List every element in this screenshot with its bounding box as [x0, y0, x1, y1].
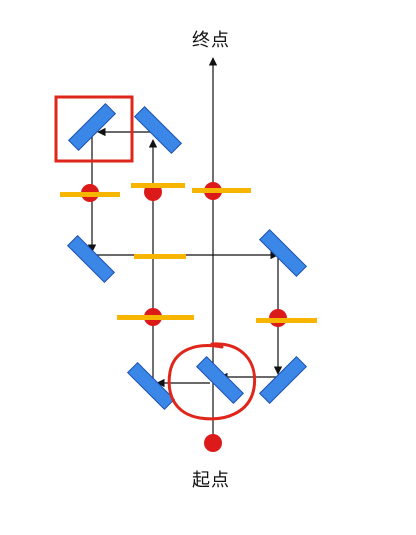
splitter-center-left-lower-overlay	[117, 315, 194, 320]
mirrors	[66, 102, 308, 411]
start-label: 起点	[192, 470, 230, 491]
mirror-bottom-left	[126, 361, 176, 411]
dot-start	[204, 434, 222, 452]
mirror-bottom-center	[195, 355, 245, 405]
end-label: 终点	[192, 30, 230, 51]
mirror-top-right	[133, 105, 183, 155]
highlight-square	[54, 95, 134, 163]
mirror-top-left	[67, 102, 117, 152]
splitter-middle	[134, 254, 186, 259]
mirror-middle-right	[258, 228, 308, 278]
splitter-center-left-upper-overlay	[131, 183, 185, 188]
splitter-center-upper-overlay	[192, 188, 251, 193]
mirror-bottom-right	[258, 355, 308, 405]
splitter-right-lower-overlay	[256, 318, 317, 323]
highlight-circle	[167, 342, 257, 421]
mirror-middle-left	[66, 234, 116, 284]
beam-splitters-overlay	[60, 183, 317, 323]
splitter-left-upper-overlay	[60, 192, 120, 197]
